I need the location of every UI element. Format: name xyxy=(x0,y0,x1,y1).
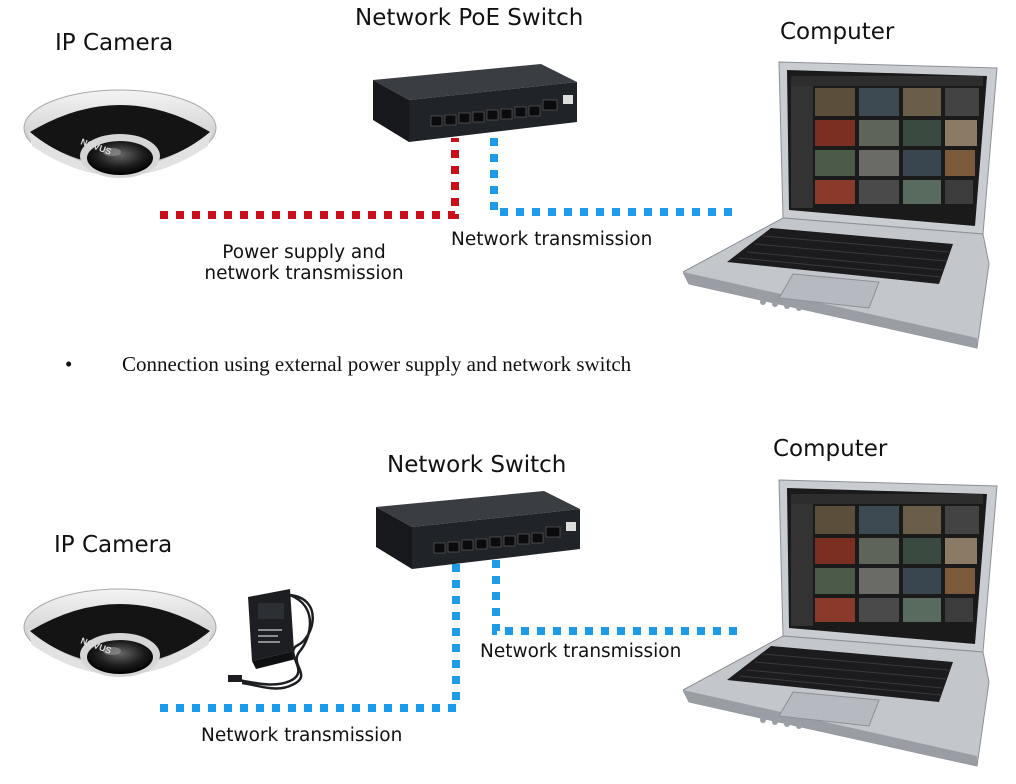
top-computer-label: Computer xyxy=(780,19,895,45)
bottom-switch-label: Network Switch xyxy=(387,452,567,478)
bottom-left-network-link-line xyxy=(160,560,460,712)
top-switch-label: Network PoE Switch xyxy=(355,5,584,31)
top-poe-switch-icon xyxy=(373,64,577,142)
top-poe-link-line xyxy=(160,138,459,219)
bottom-right-network-link-line xyxy=(492,560,738,635)
top-computer-laptop-icon xyxy=(683,61,998,349)
top-network-link-label: Network transmission xyxy=(451,229,653,250)
bullet-symbol: • xyxy=(65,352,73,376)
top-poe-link-label-line1: Power supply and xyxy=(222,242,386,263)
bottom-network-switch-icon xyxy=(376,491,580,569)
top-ip-camera-icon: NOVUS xyxy=(23,89,217,178)
top-poe-link-label-line2: network transmission xyxy=(204,263,404,284)
power-adapter-icon xyxy=(228,589,314,690)
bottom-computer-laptop-icon xyxy=(683,479,998,767)
section-bullet-text: Connection using external power supply a… xyxy=(122,352,632,376)
bottom-camera-label: IP Camera xyxy=(54,532,173,558)
bottom-left-network-link-label: Network transmission xyxy=(201,725,403,746)
bottom-computer-label: Computer xyxy=(773,436,888,462)
top-poe-link-label: Power supply and network transmission xyxy=(195,242,413,284)
bottom-right-network-link-label: Network transmission xyxy=(480,641,682,662)
bottom-ip-camera-icon: NOVUS xyxy=(23,588,217,677)
top-camera-label: IP Camera xyxy=(55,30,174,56)
